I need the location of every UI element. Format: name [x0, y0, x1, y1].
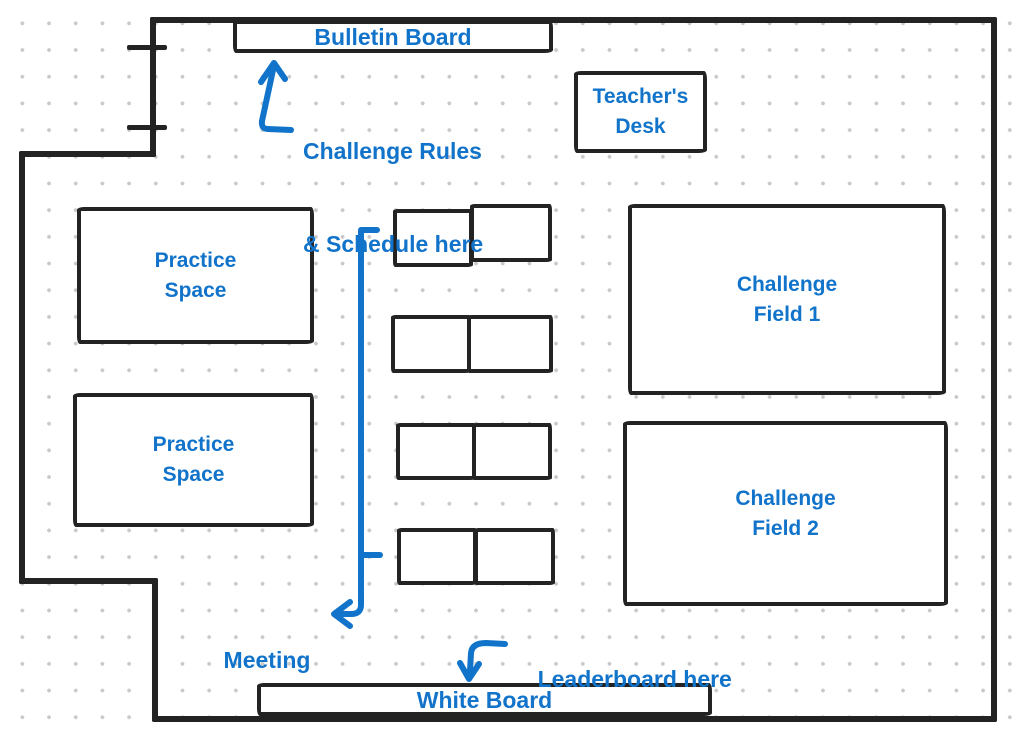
challenge-field-2-label-line2: Field 2: [752, 516, 819, 540]
wall-left-upper-step: [19, 151, 156, 157]
challenge-field-2: Challenge Field 2: [623, 421, 948, 606]
door-mark-top: [127, 45, 167, 50]
rules-arrow-up: [258, 60, 294, 133]
practice-space-1: Practice Space: [77, 207, 314, 344]
bulletin-board: Bulletin Board: [233, 20, 553, 53]
teachers-desk-label-line1: Teacher's: [592, 85, 689, 108]
white-board: White Board: [257, 683, 712, 716]
wall-left-lower-vertical: [152, 578, 158, 722]
challenge-field-1-label-line1: Challenge: [736, 272, 838, 296]
practice-space-2: Practice Space: [73, 393, 314, 527]
challenge-field-1-label-line2: Field 1: [753, 302, 821, 326]
practice-space-2-label-line2: Space: [162, 463, 225, 486]
meeting-note: Meeting Spaces: [197, 580, 337, 736]
leaderboard-note-label: Leaderboard here: [537, 666, 732, 692]
practice-space-2-label-line1: Practice: [152, 433, 235, 456]
white-board-label: White Board: [416, 686, 553, 713]
meeting-table-1-right: [470, 204, 552, 262]
leaderboard-note: Leaderboard here: [512, 633, 732, 726]
meeting-table-4-left: [397, 528, 477, 585]
rules-note-line2: & Schedule here: [303, 231, 484, 257]
meeting-table-2-left: [391, 315, 471, 373]
meeting-table-3-left: [396, 423, 476, 480]
wall-left: [19, 151, 25, 584]
meeting-table-3-right: [472, 423, 552, 480]
challenge-field-1: Challenge Field 1: [628, 204, 946, 395]
teachers-desk-label-line2: Desk: [615, 115, 666, 138]
practice-space-1-label-line1: Practice: [154, 248, 237, 272]
meeting-table-2-right: [467, 315, 553, 373]
meeting-note-line1: Meeting: [223, 647, 311, 673]
wall-left-upper-vertical: [150, 17, 156, 157]
teachers-desk: Teacher's Desk: [574, 71, 707, 153]
meeting-table-4-right: [474, 528, 555, 585]
wall-bottom: [152, 716, 997, 722]
door-mark-bottom: [127, 125, 167, 130]
bulletin-board-label: Bulletin Board: [314, 23, 472, 50]
wall-top: [150, 17, 997, 23]
leaderboard-arrow-down: [457, 640, 508, 682]
wall-left-lower-step: [19, 578, 158, 584]
wall-right: [991, 17, 997, 722]
rules-note-line1: Challenge Rules: [303, 138, 482, 164]
rules-note: Challenge Rules & Schedule here: [303, 74, 483, 322]
challenge-field-2-label-line1: Challenge: [735, 486, 836, 510]
practice-space-1-label-line2: Space: [164, 278, 227, 302]
